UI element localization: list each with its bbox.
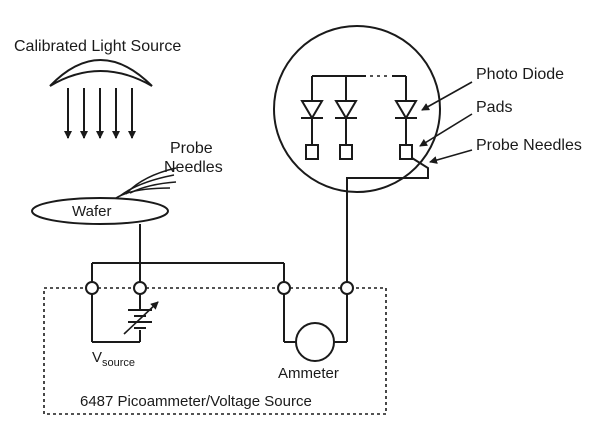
light-source-label: Calibrated Light Source xyxy=(14,38,181,55)
vsource-label: Vsource xyxy=(92,349,135,369)
pads-leader xyxy=(419,113,473,147)
photo-diode-1 xyxy=(300,76,324,160)
light-rays xyxy=(64,88,136,139)
terminal-1 xyxy=(85,281,99,295)
photo-diode-n xyxy=(394,76,418,160)
instrument-label: 6487 Picoammeter/Voltage Source xyxy=(80,393,312,410)
terminal-3 xyxy=(277,281,291,295)
circuit-wiring xyxy=(91,224,348,343)
pads-label: Pads xyxy=(476,99,512,116)
photo-diode-leader xyxy=(421,81,473,111)
ammeter xyxy=(295,322,335,362)
probe-needles-graphic xyxy=(115,167,177,199)
pad-n xyxy=(399,144,413,160)
probe-needles-right-leader xyxy=(429,149,473,164)
terminal-4 xyxy=(340,281,354,295)
photo-diode-label: Photo Diode xyxy=(476,66,564,83)
wafer xyxy=(31,197,169,225)
probe-needles-label-top: Probe xyxy=(170,140,213,157)
probe-needles-label-bottom: Needles xyxy=(164,159,223,176)
photo-diode-array xyxy=(300,75,429,288)
zoom-circle xyxy=(273,25,441,193)
wafer-label: Wafer xyxy=(72,203,111,220)
terminals xyxy=(85,281,354,295)
pad-1 xyxy=(305,144,319,160)
ammeter-label: Ammeter xyxy=(278,365,339,382)
probe-needles-right-label: Probe Needles xyxy=(476,137,582,154)
photo-diode-2 xyxy=(334,76,358,160)
pad-2 xyxy=(339,144,353,160)
terminal-2 xyxy=(133,281,147,295)
instrument-box xyxy=(43,287,387,415)
light-source-lamp xyxy=(49,59,153,87)
probe-needle-contact xyxy=(346,157,429,288)
variable-voltage-source xyxy=(123,301,159,335)
